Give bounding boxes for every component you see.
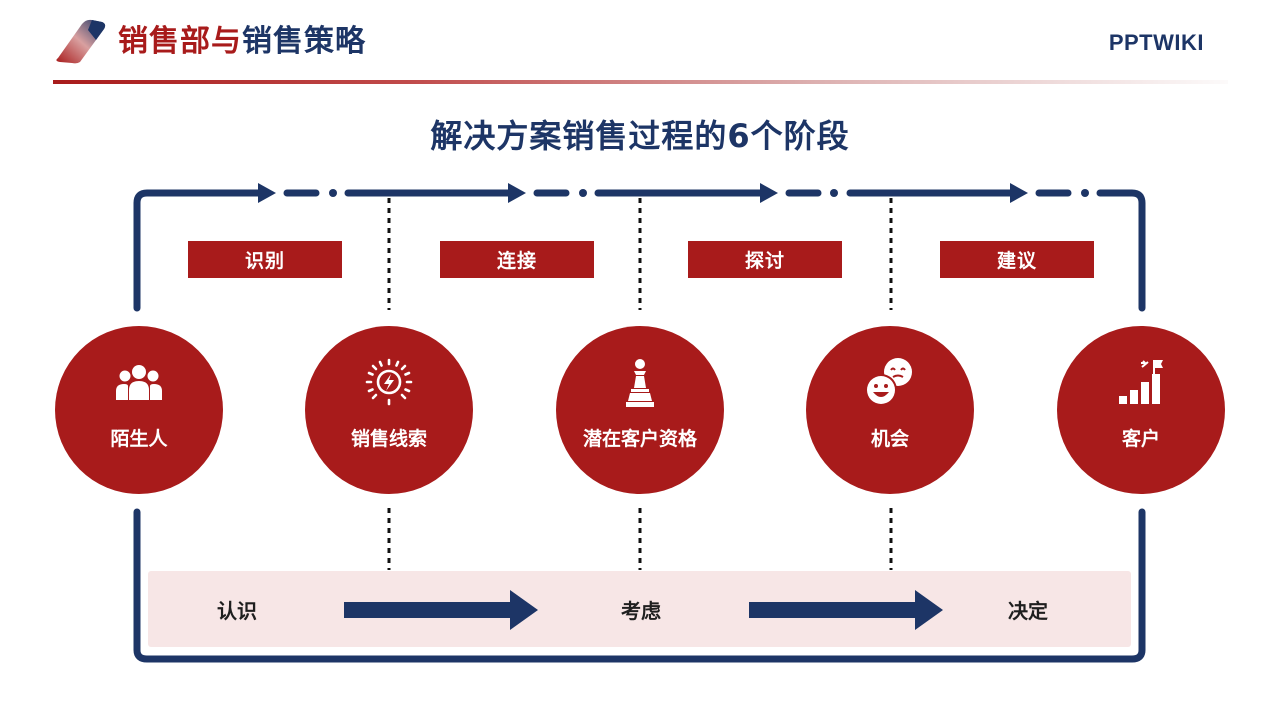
header-divider <box>53 80 1228 84</box>
arrowhead-3 <box>760 183 778 203</box>
node-customer: 客户 <box>1057 326 1225 494</box>
arrowhead-2 <box>508 183 526 203</box>
stage-box-4: 建议 <box>940 241 1094 278</box>
phase-awareness: 认识 <box>217 599 257 623</box>
header: 销售部与销售策略 PPTWIKI <box>0 0 1280 90</box>
node-stranger: 陌生人 <box>55 326 223 494</box>
node-label-customer: 客户 <box>1121 428 1160 450</box>
arrowhead-1 <box>258 183 276 203</box>
brand-logo-icon <box>56 19 106 64</box>
node-qualified-prospect: 潜在客户资格 <box>556 326 724 494</box>
phase-decision: 决定 <box>1008 599 1048 623</box>
node-opportunity: 机会 <box>806 326 974 494</box>
header-title: 销售部与销售策略 <box>118 22 366 62</box>
node-label-opportunity: 机会 <box>870 428 909 450</box>
smiley-faces-icon <box>865 358 912 406</box>
phase-band <box>148 571 1131 647</box>
header-title-part2: 销售策略 <box>242 24 366 59</box>
arrowhead-4 <box>1010 183 1028 203</box>
stage-box-2: 连接 <box>440 241 594 278</box>
header-title-part1: 销售部与 <box>118 24 242 59</box>
node-label-qualified-prospect: 潜在客户资格 <box>582 428 697 450</box>
node-label-sales-lead: 销售线索 <box>350 428 427 450</box>
growth-bars-flag-icon <box>1119 360 1163 404</box>
brand-name: PPTWIKI <box>1108 30 1204 55</box>
flow-line-bottom <box>133 508 1146 663</box>
flow-line-end <box>1096 189 1146 312</box>
stage-box-1: 识别 <box>188 241 342 278</box>
chess-pawn-icon <box>626 359 654 407</box>
people-group-icon <box>116 365 162 400</box>
node-sales-lead: 销售线索 <box>305 326 473 494</box>
phase-consideration: 考虑 <box>621 599 661 623</box>
slide-title: 解决方案销售过程的6个阶段 <box>430 117 850 155</box>
node-label-stranger: 陌生人 <box>110 428 168 450</box>
stage-box-3: 探讨 <box>688 241 842 278</box>
flow-line-start <box>133 189 264 312</box>
lightning-bulb-icon <box>365 358 413 406</box>
